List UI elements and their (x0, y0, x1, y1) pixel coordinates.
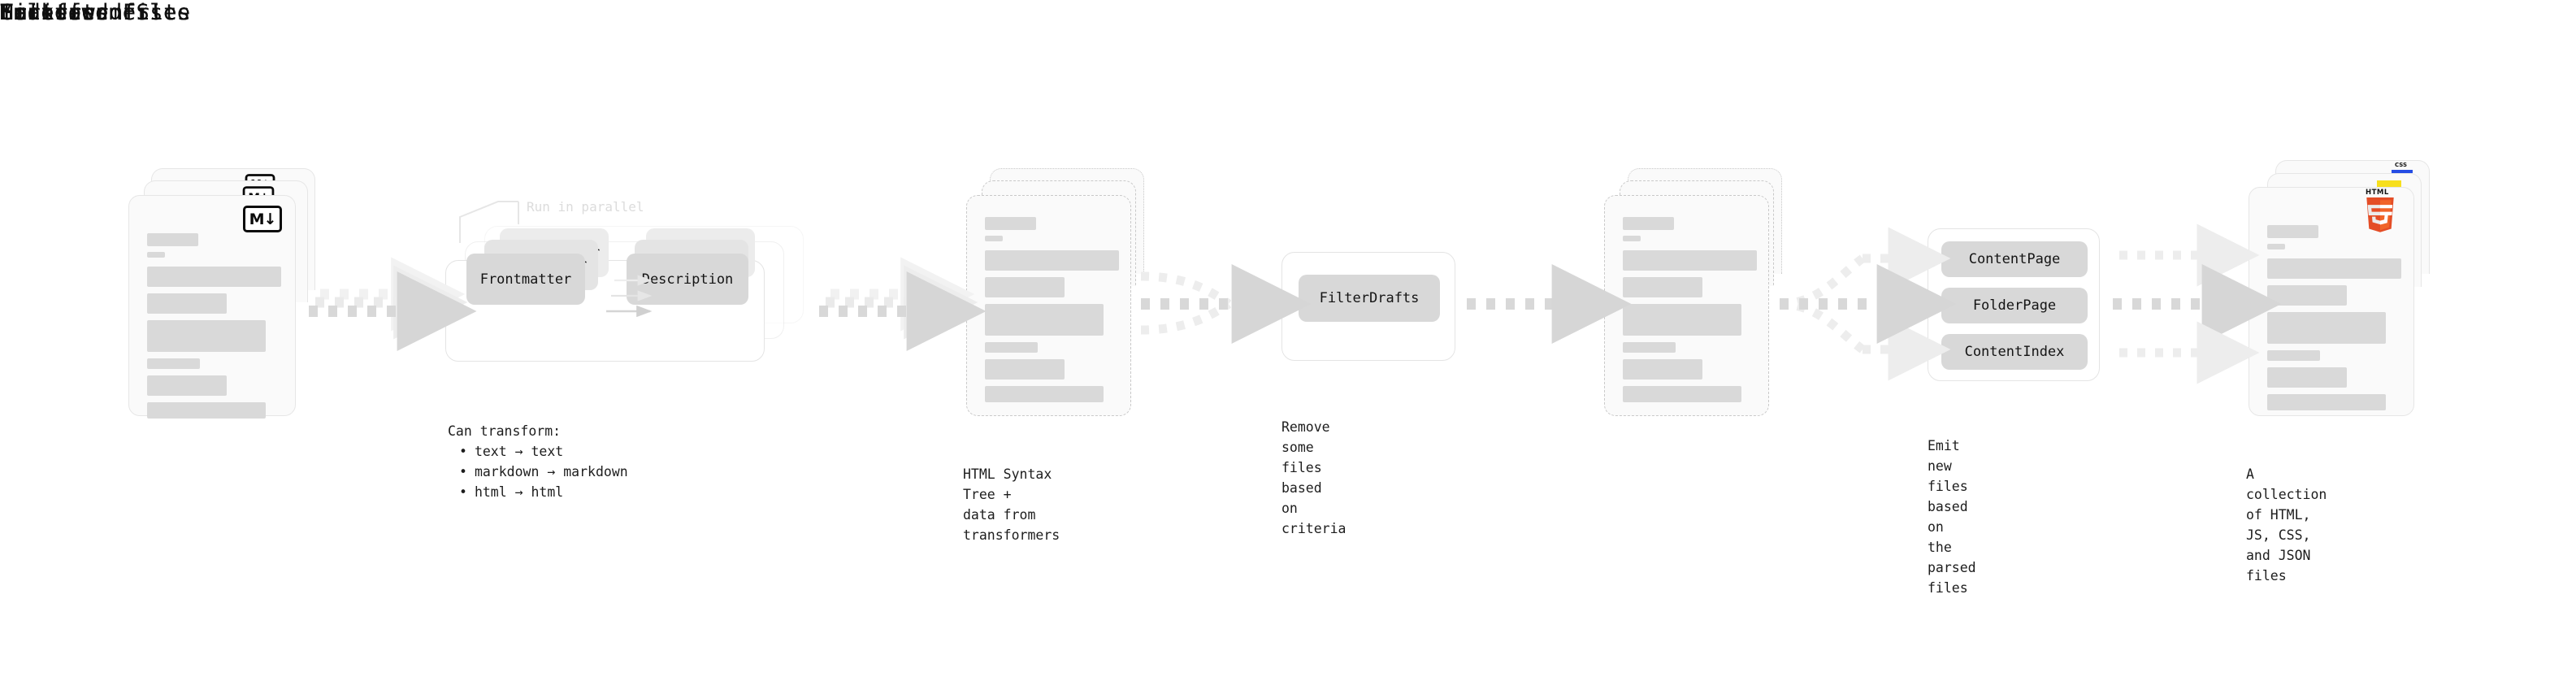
filters-box: FilterDrafts (1281, 252, 1455, 361)
html5-icon-label: HTML (2366, 189, 2389, 197)
transformers-capability-list: text → text markdown → markdown html → h… (448, 441, 628, 502)
modified-files-description: HTML Syntax Tree + data from transformer… (963, 466, 1060, 543)
filter-chip-filterdrafts[interactable]: FilterDrafts (1299, 275, 1440, 322)
transformers-capabilities: Can transform: text → text markdown → ma… (448, 421, 628, 502)
emitter-chip-contentpage[interactable]: ContentPage (1941, 241, 2088, 277)
arrow-filtered-to-emitters (1779, 227, 1957, 381)
emitter-chip-contentindex[interactable]: ContentIndex (1941, 334, 2088, 370)
list-item: html → html (459, 482, 628, 502)
file-content-lines (2267, 225, 2401, 410)
stage-transformers: Run in parallel Frontmatter Description … (0, 0, 804, 500)
list-item: text → text (459, 441, 628, 462)
filters-description: Remove some files based on criteria (1281, 419, 1347, 536)
arrow-emitters-to-generated (2113, 223, 2282, 384)
stage-markdown-files: M↓ M↓ M↓ Markdown Files (0, 0, 315, 419)
stage-modified-files: Modified files HTML Syntax Tree + data f… (0, 0, 1144, 543)
page-title-modified-files: Modified files (0, 0, 191, 25)
css3-icon: CSS (2392, 162, 2413, 176)
filtered-file-card-front (1604, 195, 1769, 416)
markdown-file-card-front: M↓ (128, 195, 296, 419)
css3-icon-label: CSS (2395, 162, 2408, 168)
transformers-capabilities-lead: Can transform: (448, 423, 562, 439)
stage-generated-site: CSS HTML (0, 0, 2430, 583)
file-content-lines (1623, 217, 1757, 402)
transformer-chip-description[interactable]: Description (627, 254, 748, 305)
transformer-box: Frontmatter Description Frontmatter Desc… (445, 228, 765, 362)
generated-site-description: A collection of HTML, JS, CSS, and JSON … (2246, 466, 2327, 583)
file-content-lines (985, 217, 1119, 402)
page-title-filters: Filters (0, 0, 96, 25)
stage-emitters: ContentPage FolderPage ContentIndex Emit… (0, 0, 2100, 596)
html5-icon: HTML (2364, 189, 2396, 235)
emitters-box: ContentPage FolderPage ContentIndex (1928, 228, 2100, 381)
page-title-generated-site: Generated Site (0, 0, 191, 25)
list-item: markdown → markdown (459, 462, 628, 482)
html5-shield-shape (2366, 197, 2394, 232)
emitter-chip-folderpage[interactable]: FolderPage (1941, 288, 2088, 323)
markdown-icon: M↓ (243, 206, 282, 232)
page-title-markdown-files: Markdown Files (0, 0, 191, 25)
modified-file-card-front (966, 195, 1131, 416)
generated-file-card-front: HTML (2249, 187, 2414, 416)
page-title-filtered-files: Filtered files (0, 0, 191, 25)
stage-filtered-files: Filtered files (0, 0, 1782, 416)
run-in-parallel-label: Run in parallel (527, 199, 644, 215)
file-content-lines (147, 233, 281, 419)
arrow-markdown-to-transformers (309, 257, 477, 351)
page-title-emitters: Emitters (0, 0, 110, 25)
arrow-modified-to-filters (1140, 264, 1312, 344)
transformer-chip-frontmatter[interactable]: Frontmatter (466, 254, 585, 305)
page-title-transformers: Transformers (0, 0, 164, 25)
arrow-transformers-to-modified (819, 257, 987, 351)
emitters-description: Emit new files based on the parsed files (1928, 438, 1976, 596)
